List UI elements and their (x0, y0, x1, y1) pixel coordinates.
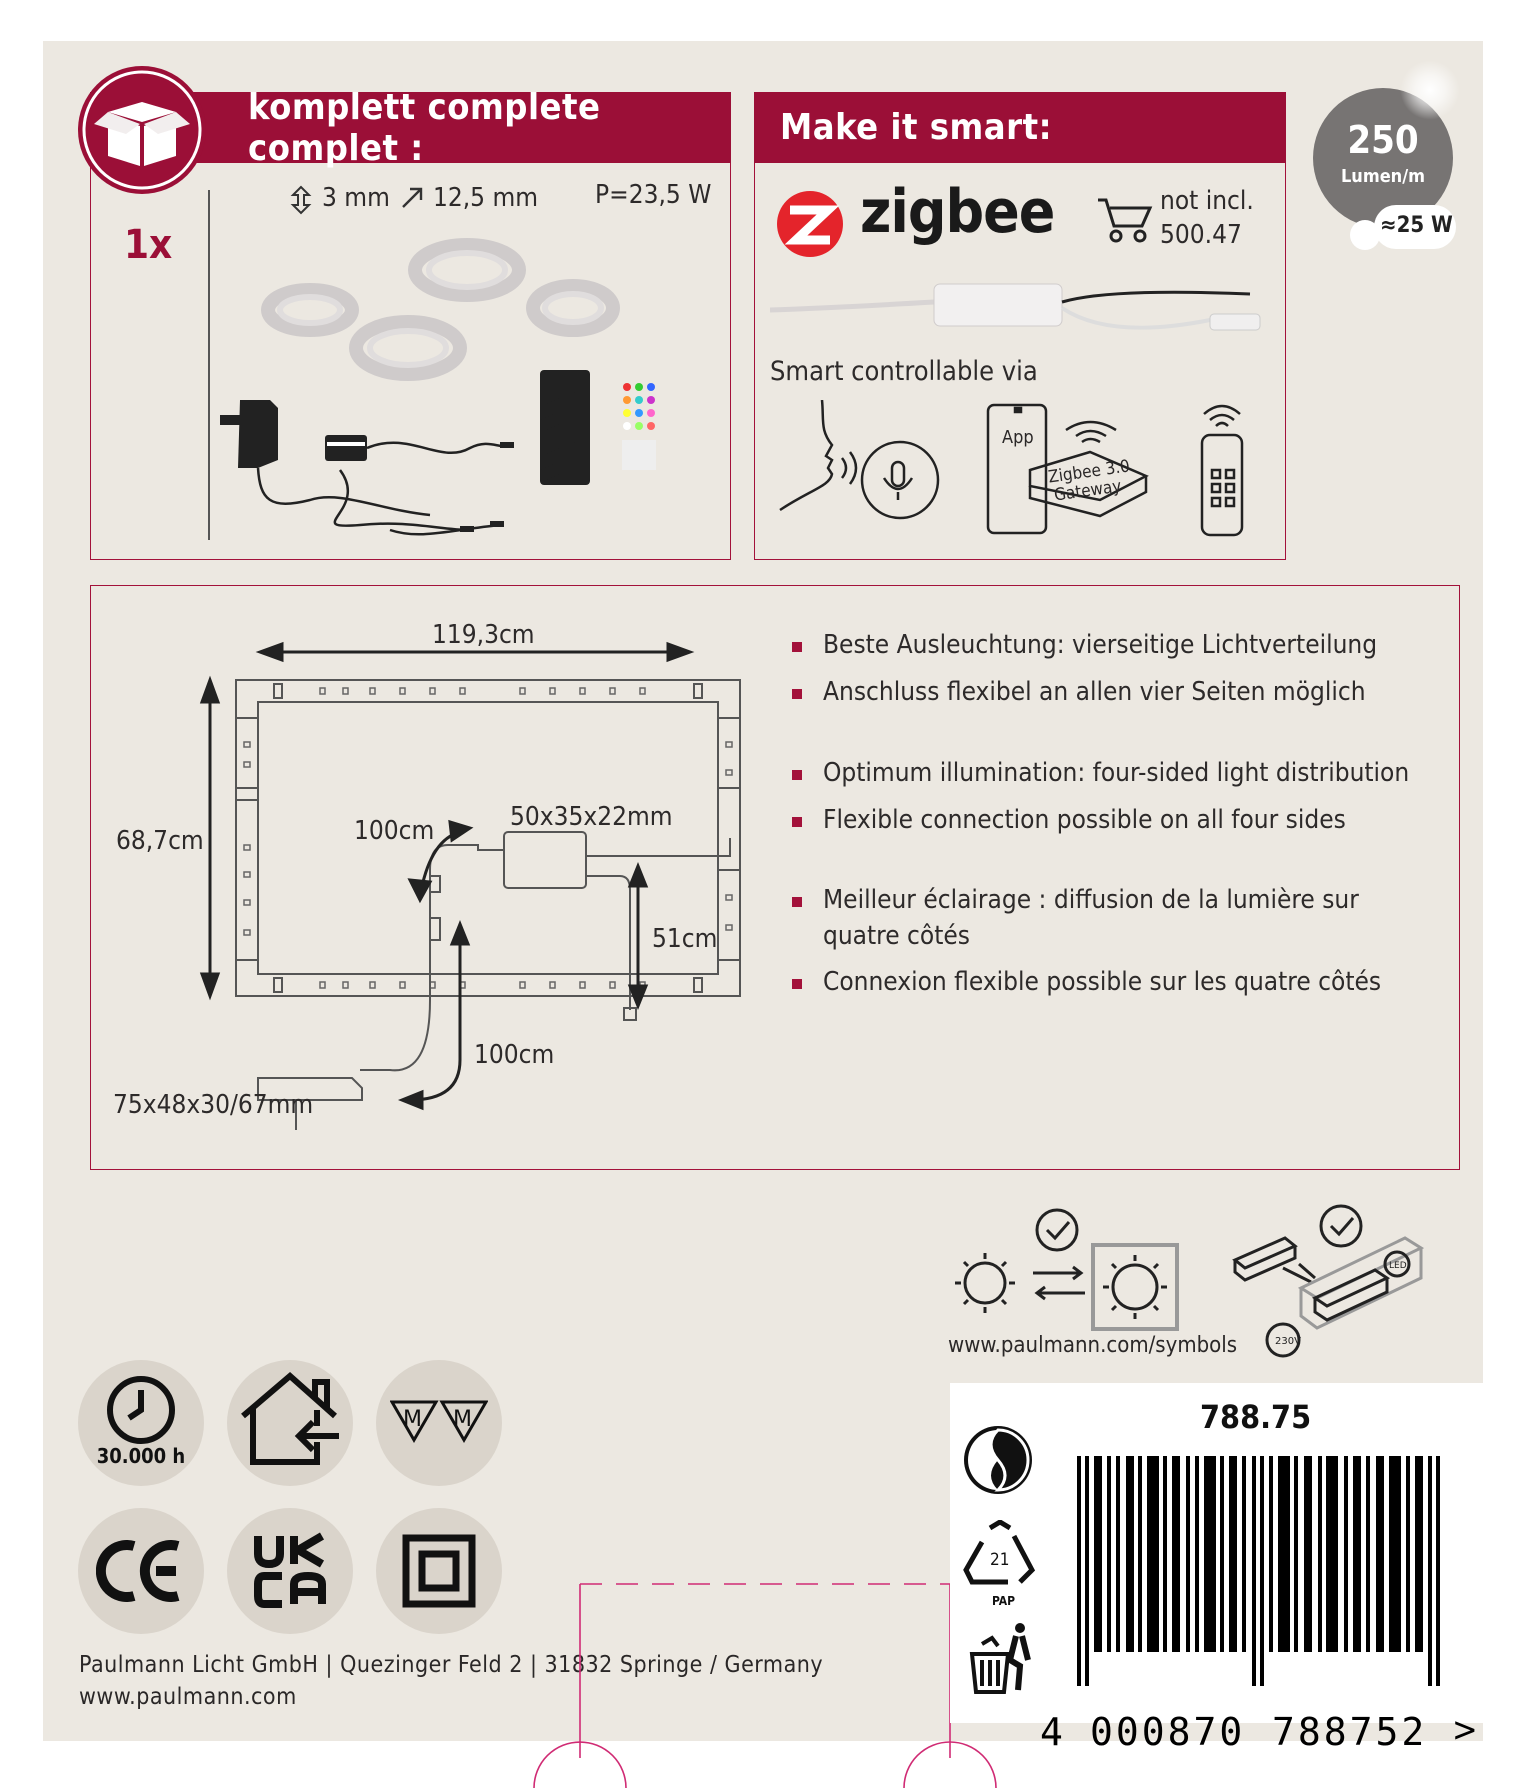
clock-icon (107, 1376, 175, 1444)
lumen-value: 250 (1347, 118, 1419, 162)
barcode-left-digits: 000870 (1090, 1710, 1246, 1754)
ukca-mark-icon (254, 1532, 326, 1608)
lifetime-hours: 30.000 h (96, 1444, 186, 1468)
controllable-via-label: Smart controllable via (770, 356, 1038, 387)
barcode-quiet-zone-arrow: > (1452, 1710, 1478, 1750)
barcode-first-digit: 4 (1040, 1710, 1063, 1754)
bullet (792, 817, 802, 827)
installation-diagram (199, 641, 741, 1130)
recycling-code: 21 (990, 1550, 1010, 1570)
panel-divider (208, 190, 210, 540)
strip-height-dimension: 68,7cm (116, 826, 204, 856)
wattage-equivalent: ≈25 W (1380, 213, 1453, 238)
recycling-material: PAP (992, 1594, 1016, 1608)
double-insulation-icon (402, 1534, 476, 1608)
waste-bin-icon (969, 1623, 1031, 1694)
glow-icon (1400, 60, 1460, 120)
power-supply-dimensions: 75x48x30/67mm (113, 1090, 314, 1120)
zigbee-controller-illustration (770, 283, 1261, 331)
ukca-badge (227, 1508, 353, 1634)
smart-header: Make it smart: (754, 92, 1286, 163)
box-icon (78, 66, 206, 194)
power-cable-length: 100cm (474, 1040, 555, 1070)
die-cut-line (533, 1583, 997, 1788)
furniture-mounting-badge (376, 1360, 502, 1486)
led-driver-symbol-icon: 230V LED (1232, 1204, 1425, 1358)
dimming-symbol-icon (955, 1208, 1179, 1331)
bullet (792, 897, 802, 907)
controller-dimensions: 50x35x22mm (510, 802, 673, 832)
svg-text:LED: LED (1389, 1261, 1407, 1271)
feature-fr-2: Connexion flexible possible sur les quat… (823, 967, 1382, 997)
bullet (792, 770, 802, 780)
strip-width-dimension: 119,3cm (432, 620, 535, 650)
ean-barcode (1077, 1456, 1440, 1686)
bullet (792, 689, 802, 699)
control-methods-illustration (779, 400, 1244, 537)
symbols-url: www.paulmann.com/symbols (948, 1333, 1238, 1358)
included-header-text: komplett complete complet : (248, 86, 601, 169)
bullet (792, 979, 802, 989)
feature-en-2: Flexible connection possible on all four… (823, 805, 1346, 835)
app-label: App (1002, 427, 1034, 448)
zigbee-logo-icon (776, 190, 844, 262)
power-spec: P=23,5 W (595, 180, 712, 210)
feature-de-1: Beste Ausleuchtung: vierseitige Lichtver… (823, 630, 1378, 660)
svg-text:M: M (453, 1407, 472, 1432)
controller-cable-length: 100cm (354, 816, 435, 846)
width-spec: 12,5 mm (433, 183, 539, 213)
svg-text:M: M (403, 1407, 422, 1432)
lumen-unit: Lumen/m (1340, 166, 1426, 187)
sensor-cable-length: 51cm (652, 924, 718, 954)
kit-contents-illustration (220, 238, 656, 536)
dimensions-panel (90, 585, 1460, 1170)
not-included-label: not incl. (1160, 186, 1254, 216)
company-website: www.paulmann.com (79, 1684, 297, 1710)
gateway-article-number: 500.47 (1160, 220, 1242, 250)
width-icon (400, 184, 426, 214)
article-number: 788.75 (1200, 1398, 1312, 1436)
included-header: komplett complete complet : (160, 87, 731, 169)
company-address: Paulmann Licht GmbH | Quezinger Feld 2 |… (79, 1652, 824, 1678)
bulb-icon (1350, 220, 1380, 250)
green-dot-icon (964, 1426, 1032, 1494)
feature-fr-1: Meilleur éclairage : diffusion de la lum… (823, 885, 1359, 915)
barcode-right-digits: 788752 (1272, 1710, 1428, 1754)
feature-fr-1-cont: quatre côtés (823, 921, 970, 951)
height-icon (290, 185, 312, 219)
quantity-label: 1x (124, 222, 173, 268)
svg-text:230V: 230V (1275, 1336, 1301, 1347)
bullet (792, 642, 802, 652)
ce-mark-icon (96, 1540, 180, 1602)
cart-icon (1096, 196, 1154, 248)
feature-de-2: Anschluss flexibel an allen vier Seiten … (823, 677, 1366, 707)
bulb-equivalent-badge (1374, 205, 1456, 249)
height-spec: 3 mm (322, 183, 390, 213)
recycling-triangle-icon (963, 1520, 1036, 1585)
protection-class-badge (376, 1508, 502, 1634)
feature-en-1: Optimum illumination: four-sided light d… (823, 758, 1410, 788)
zigbee-wordmark: zigbee (860, 177, 1055, 247)
indoor-house-icon (241, 1372, 339, 1465)
smart-header-text: Make it smart: (780, 107, 1053, 148)
